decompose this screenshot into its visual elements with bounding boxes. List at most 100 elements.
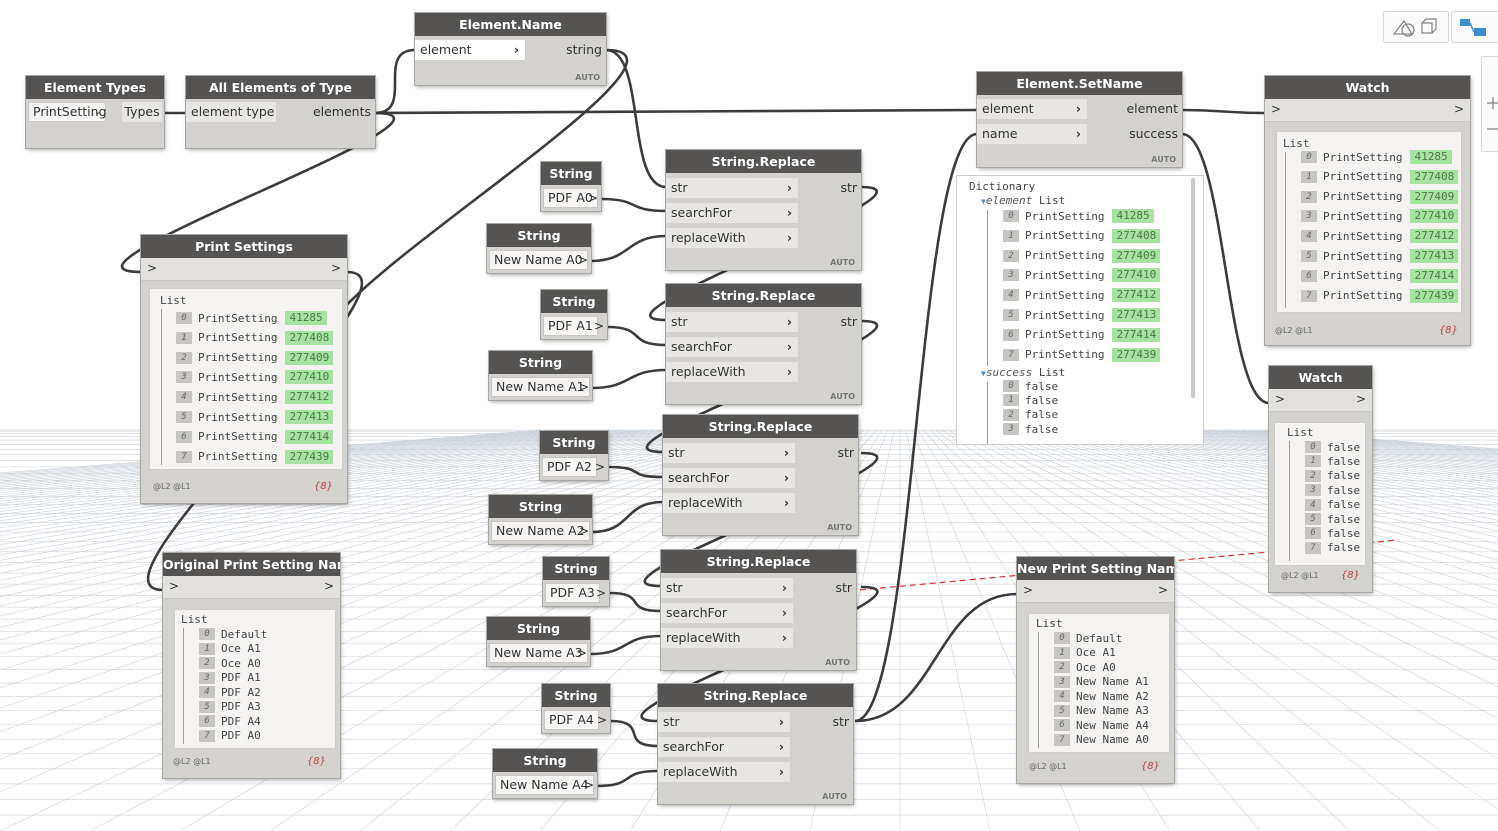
searchfor-input-port[interactable]: searchFor›: [666, 203, 798, 223]
node-title: String: [543, 557, 609, 580]
str-output-port[interactable]: str: [837, 445, 854, 460]
element-input-port[interactable]: element›: [977, 99, 1087, 119]
types-output-port[interactable]: Types: [122, 102, 162, 122]
str-output-port[interactable]: str: [832, 714, 849, 729]
watch-input-port[interactable]: >: [147, 261, 158, 275]
original-print-setting-names-node[interactable]: Original Print Setting Names >> List 0De…: [163, 553, 340, 778]
graph-view-button[interactable]: [1451, 11, 1498, 43]
watch-output-port[interactable]: >: [330, 261, 341, 275]
replacewith-input-port[interactable]: replaceWith›: [658, 762, 790, 782]
success-output-port[interactable]: success: [1129, 126, 1178, 141]
str-input-port[interactable]: str›: [663, 443, 795, 463]
string-value-input[interactable]: New Name A1: [491, 377, 590, 397]
string-output-port[interactable]: >: [595, 586, 606, 600]
replacewith-input-port[interactable]: replaceWith›: [663, 493, 795, 513]
string-output-port[interactable]: >: [583, 778, 594, 792]
watch-input-port[interactable]: >: [1023, 583, 1034, 597]
str-output-port[interactable]: str: [840, 180, 857, 195]
watch-output-port[interactable]: >: [1355, 392, 1366, 406]
string-value-input[interactable]: PDF A1: [543, 316, 598, 336]
string-output-port[interactable]: >: [577, 253, 588, 267]
watch-output-port[interactable]: >: [323, 579, 334, 593]
element-type-input-port[interactable]: element type: [186, 102, 276, 122]
string-output-port[interactable]: >: [594, 460, 605, 474]
searchfor-input-port[interactable]: searchFor›: [666, 337, 798, 357]
str-output-port[interactable]: str: [840, 314, 857, 329]
string-output-port[interactable]: >: [576, 646, 587, 660]
all-elements-of-type-node[interactable]: All Elements of Type element type elemen…: [186, 76, 375, 148]
string-value-input[interactable]: New Name A3: [489, 643, 588, 663]
watch-output-port[interactable]: >: [1453, 102, 1464, 116]
string-value-input[interactable]: PDF A3: [545, 583, 600, 603]
string-value-input[interactable]: PDF A2: [542, 457, 597, 477]
element-output-port[interactable]: element: [1126, 101, 1178, 116]
searchfor-input-port[interactable]: searchFor›: [663, 468, 795, 488]
element-key-row[interactable]: ▼element List: [981, 194, 1065, 207]
string-value-input[interactable]: New Name A2: [491, 521, 590, 541]
searchfor-input-port[interactable]: searchFor›: [661, 603, 793, 623]
scrollbar[interactable]: [1191, 178, 1195, 398]
zoom-controls[interactable]: [1481, 56, 1498, 152]
str-output-port[interactable]: str: [835, 580, 852, 595]
string-output-port[interactable]: >: [578, 524, 589, 538]
str-input-port[interactable]: str›: [666, 312, 798, 332]
string-output-port[interactable]: >: [593, 319, 604, 333]
searchfor-input-port[interactable]: searchFor›: [658, 737, 790, 757]
element-type-dropdown[interactable]: PrintSetting⌄: [28, 102, 107, 122]
replacewith-input-port[interactable]: replaceWith›: [666, 228, 798, 248]
watch-input-port[interactable]: >: [1275, 392, 1286, 406]
replacewith-input-port[interactable]: replaceWith›: [666, 362, 798, 382]
collapse-icon: ▼: [981, 197, 986, 206]
elements-output-port[interactable]: elements: [312, 104, 371, 119]
watch-input-port[interactable]: >: [1271, 102, 1282, 116]
element-name-node[interactable]: Element.Name element› string AUTO: [415, 13, 606, 85]
str-input-port[interactable]: str›: [666, 178, 798, 198]
string-output-port[interactable]: string: [566, 42, 602, 57]
string-value-input[interactable]: New Name A0: [489, 250, 588, 270]
str-input-port[interactable]: str›: [661, 578, 793, 598]
string-value-input[interactable]: PDF A4: [544, 710, 599, 730]
watch-input-port[interactable]: >: [169, 579, 180, 593]
string-output-port[interactable]: >: [578, 380, 589, 394]
string-output-port[interactable]: >: [596, 713, 607, 727]
geometry-view-button[interactable]: [1383, 11, 1449, 43]
str-input-port[interactable]: str›: [658, 712, 790, 732]
element-types-node[interactable]: Element Types PrintSetting⌄ Types: [26, 76, 164, 148]
name-input-port[interactable]: name›: [977, 124, 1087, 144]
string-output-port[interactable]: >: [587, 191, 598, 205]
new-print-setting-names-node[interactable]: New Print Setting Names >> List 0Default…: [1017, 557, 1174, 783]
watch-output-port[interactable]: >: [1157, 583, 1168, 597]
element-input-port[interactable]: element›: [415, 40, 525, 60]
replacewith-input-port[interactable]: replaceWith›: [661, 628, 793, 648]
element-setname-node[interactable]: Element.SetName element› element name› s…: [977, 72, 1182, 167]
string-value-input[interactable]: New Name A4: [495, 775, 594, 795]
string-value-input[interactable]: PDF A0: [543, 188, 598, 208]
success-key-row[interactable]: ▼success List: [981, 366, 1065, 379]
